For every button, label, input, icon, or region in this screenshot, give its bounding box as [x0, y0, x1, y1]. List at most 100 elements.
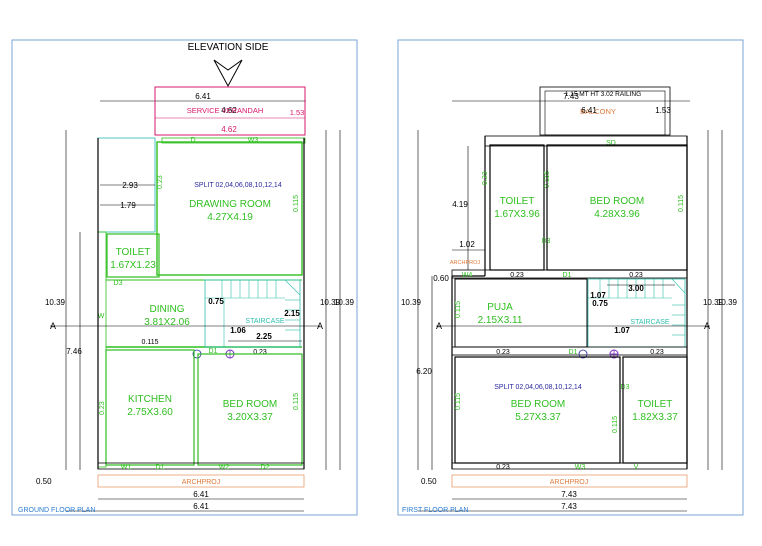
dim-text: 10.39: [717, 298, 738, 307]
axis-label: A: [50, 321, 56, 331]
archproj-label: ARCHPROJ: [182, 479, 221, 486]
window-mark: W4: [462, 272, 473, 279]
dim-text: 10.39: [320, 298, 341, 307]
room-name: PUJA: [487, 302, 513, 313]
dim-text: 0.23: [482, 171, 489, 185]
dim-text: 7.43: [563, 92, 579, 101]
room-size: 3.81X2.06: [144, 317, 190, 328]
stair-label: STAIRCASE: [245, 318, 284, 325]
bedroom-bottom-walls: [454, 356, 621, 464]
door-mark: D1: [563, 272, 572, 279]
first-sheet-frame: [397, 39, 744, 516]
dim-text: 1.06: [230, 326, 246, 335]
left-wall: [97, 231, 107, 468]
room-name: DRAWING ROOM: [189, 199, 271, 210]
room-size: 5.27X3.37: [515, 412, 561, 423]
room-name: BED ROOM: [223, 399, 277, 410]
balcony-label: BALCONY: [580, 107, 616, 116]
window-mark: W3: [248, 137, 259, 144]
dim-text: 2.93: [122, 181, 138, 190]
dim-text: 0.115: [293, 195, 300, 212]
archproj-band: [97, 474, 305, 488]
dim-text: 1.79: [120, 201, 136, 210]
room-name: KITCHEN: [128, 394, 172, 405]
archproj-label: ARCHPROJ: [450, 260, 481, 266]
dim-text: 7.43: [561, 502, 577, 511]
wall: [451, 346, 688, 356]
dim-text: 10.39: [703, 298, 724, 307]
dim-text: 0.23: [157, 175, 164, 189]
elevation-arrow-icon: [213, 59, 243, 88]
room-size: 1.67X3.96: [494, 209, 540, 220]
dim-text: 0.50: [36, 477, 52, 486]
railing-outline: [544, 90, 666, 136]
stair-outline: [204, 279, 301, 348]
stair-label: STAIRCASE: [630, 319, 669, 326]
dim-text: 0.60: [433, 274, 449, 283]
split-note: SPLIT 02,04,06,08,10,12,14: [494, 384, 582, 391]
window-mark: W3: [575, 464, 586, 471]
kitchen-walls: [105, 349, 195, 466]
column-marker-icon: [578, 349, 588, 359]
ground-floor-plan: ELEVATION SIDE 6.41 4.62 SERVICE VERANDA…: [11, 39, 358, 516]
dim-text: 0.23: [510, 272, 524, 279]
door-mark: D2: [261, 464, 270, 471]
dim-text: 0.23: [496, 349, 510, 356]
door-mark: D1: [569, 349, 578, 356]
window-mark: W2: [219, 464, 230, 471]
room-size: 2.75X3.60: [127, 407, 173, 418]
room-size: 4.27X4.19: [207, 212, 253, 223]
dim-text: 6.41: [195, 92, 211, 101]
dim-text: 0.115: [142, 339, 159, 346]
dim-text: 0.50: [421, 477, 437, 486]
door-mark: D1: [209, 348, 218, 355]
staircase: STAIRCASE: [204, 279, 301, 348]
room-name: DINING: [150, 304, 185, 315]
room-name: BED ROOM: [590, 196, 644, 207]
dim-text: 1.53: [290, 108, 305, 117]
drawing-room-walls: [156, 141, 303, 276]
room-name: TOILET: [116, 247, 151, 258]
room-size: 1.67X1.23: [110, 260, 156, 271]
dim-text: 0.23: [629, 272, 643, 279]
door-mark: SD: [606, 140, 616, 147]
dim-text: 4.62: [221, 106, 237, 115]
dim-text: 6.41: [581, 106, 597, 115]
dim-text: 0.75: [592, 299, 608, 308]
dim-text: 7.46: [66, 347, 82, 356]
axis-label: A: [704, 321, 710, 331]
door-mark: D1: [156, 464, 165, 471]
room-size: 3.20X3.37: [227, 412, 273, 423]
verandah-label: SERVICE VERANDAH: [187, 106, 264, 115]
dim-text: 0.115: [455, 393, 462, 410]
dim-text: 6.20: [416, 367, 432, 376]
dim-text: 0.23: [253, 349, 267, 356]
archproj-band: [451, 474, 688, 488]
door-mark: D3: [114, 280, 123, 287]
plan-caption: GROUND FLOOR PLAN: [18, 507, 95, 514]
dim-text: 0.115: [678, 195, 685, 212]
dim-text: 0.75: [208, 297, 224, 306]
dim-text: 0.23: [99, 401, 106, 415]
dim-text: 7.43: [561, 490, 577, 499]
dim-text: 10.39: [401, 298, 422, 307]
stair-line: [671, 278, 686, 294]
dim-text: 0.23: [496, 464, 510, 471]
window-mark: W: [98, 313, 105, 320]
room-name: TOILET: [500, 196, 535, 207]
room-size: 1.82X3.37: [632, 412, 678, 423]
dim-text: 0.115: [612, 416, 619, 433]
door-mark: D3: [542, 238, 551, 245]
bedroom-top-walls: [546, 144, 688, 271]
room-size: 2.15X3.11: [478, 315, 523, 326]
dim-text: 6.41: [193, 502, 209, 511]
archproj-label: ARCHPROJ: [550, 479, 589, 486]
railing-label: 1.15 MT HT 3.02 RAILING: [565, 91, 641, 98]
dim-text: 1.02: [459, 240, 475, 249]
plan-caption: FIRST FLOOR PLAN: [402, 507, 468, 514]
toilet-walls: [106, 233, 160, 278]
window-mark: W1: [121, 464, 132, 471]
dim-text: 1.53: [655, 106, 671, 115]
wall: [451, 269, 688, 279]
